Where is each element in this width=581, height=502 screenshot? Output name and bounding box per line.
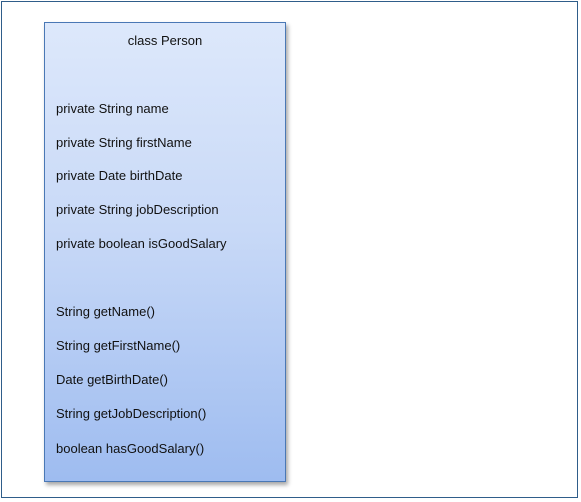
attribute-first-name: private String firstName xyxy=(56,135,192,150)
class-name-label: class Person xyxy=(127,33,203,48)
attribute-job-description: private String jobDescription xyxy=(56,202,219,217)
attribute-birth-date: private Date birthDate xyxy=(56,168,183,183)
attribute-name: private String name xyxy=(56,101,169,116)
method-get-job-description: String getJobDescription() xyxy=(56,406,207,421)
method-get-first-name: String getFirstName() xyxy=(56,338,181,353)
method-has-good-salary: boolean hasGoodSalary() xyxy=(56,441,205,456)
method-get-name: String getName() xyxy=(56,304,155,319)
method-get-birth-date: Date getBirthDate() xyxy=(56,372,168,387)
class-box-person: class Person private String name private… xyxy=(44,22,286,482)
attribute-is-good-salary: private boolean isGoodSalary xyxy=(56,236,227,251)
